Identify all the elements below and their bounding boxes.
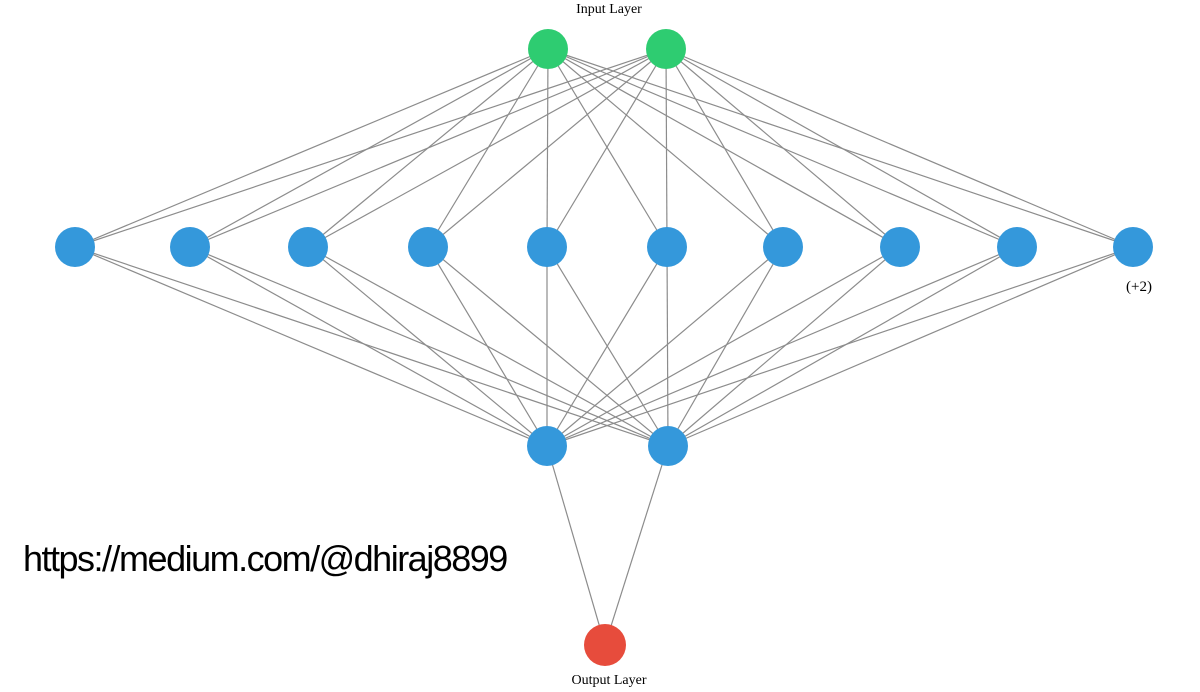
- edge-line: [546, 246, 1134, 447]
- edge-line: [667, 246, 901, 447]
- edge-line: [547, 48, 784, 248]
- edge-line: [427, 246, 669, 447]
- node-hidden-layer-2-0: [527, 426, 567, 466]
- node-hidden-layer-1-4: [527, 227, 567, 267]
- edge-line: [665, 48, 784, 248]
- edge-line: [546, 48, 667, 248]
- edge-line: [667, 246, 1134, 447]
- node-hidden-layer-1-6: [763, 227, 803, 267]
- output-layer-label: Output Layer: [571, 673, 647, 688]
- node-hidden-layer-1-5: [647, 227, 687, 267]
- node-hidden-layer-1-1: [170, 227, 210, 267]
- node-output-layer-0: [584, 624, 626, 666]
- edge-line: [189, 246, 548, 447]
- edge-line: [546, 246, 901, 447]
- edge-line: [665, 48, 668, 248]
- edge-line: [665, 48, 1018, 248]
- edge-line: [74, 246, 548, 447]
- edge-line: [667, 246, 784, 447]
- node-hidden-layer-1-8: [997, 227, 1037, 267]
- node-hidden-layer-1-0: [55, 227, 95, 267]
- edge-line: [547, 48, 668, 248]
- edge-line: [604, 445, 669, 646]
- watermark-url: https://medium.com/@dhiraj8899: [23, 538, 508, 579]
- edge-line: [546, 445, 606, 646]
- node-input-layer-1: [646, 29, 686, 69]
- edge-line: [74, 48, 667, 248]
- edge-line: [665, 48, 901, 248]
- edge-line: [427, 48, 667, 248]
- hidden-nodes-overflow-note: (+2): [1126, 279, 1152, 295]
- edge-line: [427, 246, 548, 447]
- edge-line: [74, 48, 549, 248]
- node-hidden-layer-1-2: [288, 227, 328, 267]
- edge-line: [74, 246, 669, 447]
- node-hidden-layer-1-9: [1113, 227, 1153, 267]
- input-layer-label: Input Layer: [576, 2, 642, 17]
- edge-line: [307, 48, 667, 248]
- edge-line: [667, 246, 1018, 447]
- edge-line: [666, 246, 669, 447]
- node-hidden-layer-1-7: [880, 227, 920, 267]
- edge-line: [189, 246, 669, 447]
- node-input-layer-0: [528, 29, 568, 69]
- node-hidden-layer-1-3: [408, 227, 448, 267]
- edge-line: [546, 246, 668, 447]
- edge-line: [189, 48, 667, 248]
- edge-line: [665, 48, 1134, 248]
- edge-line: [546, 246, 784, 447]
- node-hidden-layer-2-1: [648, 426, 688, 466]
- edge-line: [307, 246, 548, 447]
- edge-line: [546, 246, 1018, 447]
